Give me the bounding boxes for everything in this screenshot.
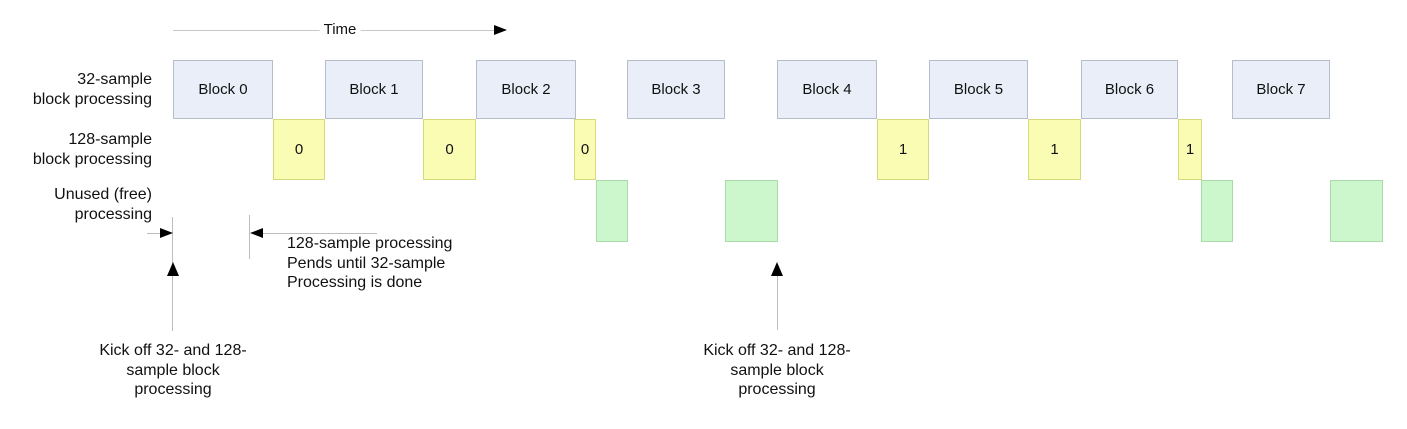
free-block bbox=[596, 180, 628, 242]
free-block bbox=[725, 180, 778, 242]
block-128-sample: 0 bbox=[423, 119, 476, 180]
block-label: 0 bbox=[294, 141, 304, 158]
right-arrow-icon bbox=[160, 228, 173, 238]
free-block bbox=[1201, 180, 1233, 242]
kickoff-2-leader-line bbox=[777, 270, 778, 330]
left-arrow-icon bbox=[250, 228, 263, 238]
block-label: Block 0 bbox=[198, 81, 248, 98]
block-128-sample: 1 bbox=[877, 119, 929, 180]
block-label: Block 5 bbox=[953, 81, 1004, 98]
block-label: Block 1 bbox=[349, 81, 399, 98]
pend-note-text: 128-sample processing Pends until 32-sam… bbox=[287, 235, 453, 291]
row-label-128-sample: 128-sample block processing bbox=[32, 131, 152, 168]
block-label: Block 3 bbox=[651, 81, 701, 98]
free-block bbox=[1330, 180, 1383, 242]
pend-leader-line bbox=[249, 215, 250, 259]
time-axis-label: Time bbox=[319, 21, 361, 39]
block-label: 1 bbox=[898, 141, 908, 158]
block-32-sample: Block 0 bbox=[173, 60, 273, 119]
up-arrow-icon bbox=[167, 262, 179, 276]
block-32-sample: Block 4 bbox=[777, 60, 877, 119]
row-label-32-sample: 32-sample block processing bbox=[32, 71, 152, 108]
block-32-sample: Block 7 bbox=[1232, 60, 1330, 119]
dimension-line-left bbox=[147, 233, 162, 234]
block-32-sample: Block 6 bbox=[1081, 60, 1178, 119]
block-32-sample: Block 2 bbox=[476, 60, 576, 119]
time-arrow-icon bbox=[494, 25, 507, 35]
kickoff-note-2-text: Kick off 32- and 128- sample block proce… bbox=[703, 342, 851, 398]
block-128-sample: 1 bbox=[1028, 119, 1081, 180]
block-32-sample: Block 3 bbox=[627, 60, 725, 119]
block-32-sample: Block 5 bbox=[929, 60, 1028, 119]
block-label: Block 6 bbox=[1104, 81, 1155, 98]
dimension-line-right bbox=[263, 233, 377, 234]
block-label: Block 4 bbox=[802, 81, 852, 98]
block-128-sample: 0 bbox=[574, 119, 596, 180]
block-128-sample: 1 bbox=[1178, 119, 1202, 180]
block-128-sample: 0 bbox=[273, 119, 325, 180]
block-32-sample: Block 1 bbox=[325, 60, 423, 119]
kickoff-note-1-text: Kick off 32- and 128- sample block proce… bbox=[99, 342, 247, 398]
up-arrow-icon bbox=[771, 262, 783, 276]
block-label: Block 2 bbox=[501, 81, 551, 98]
block-label: 0 bbox=[445, 141, 454, 158]
block-label: 1 bbox=[1185, 141, 1195, 158]
block-label: 1 bbox=[1050, 141, 1059, 158]
row-label-unused: Unused (free) processing bbox=[54, 186, 152, 223]
block-label: 0 bbox=[580, 141, 590, 158]
block-label: Block 7 bbox=[1256, 81, 1306, 98]
